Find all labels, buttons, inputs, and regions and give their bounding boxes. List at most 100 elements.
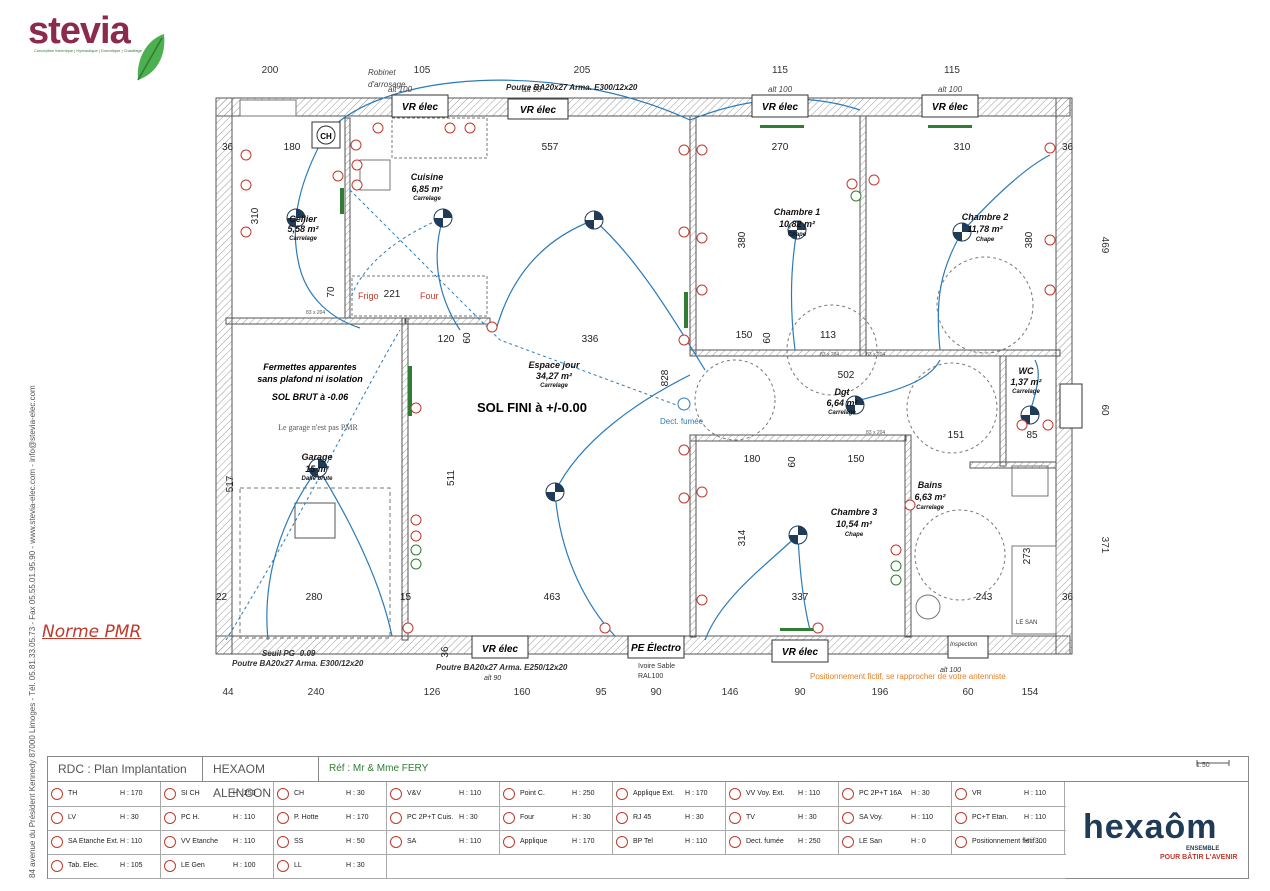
room-cuisine: Cuisine 6,85 m² Carrelage [411,172,444,202]
legend-item-height: H : 0 [911,838,926,845]
svg-text:alt 90: alt 90 [522,85,542,94]
legend-item-height: H : 300 [1024,838,1047,845]
floor-plan: CH VR élec VR élec VR élec VR élec VR él… [215,65,1110,698]
svg-text:Ivoire Sable: Ivoire Sable [638,663,675,670]
svg-text:83 x 204: 83 x 204 [866,352,885,358]
svg-text:336: 336 [582,334,599,345]
symbol-icon [729,788,741,800]
legend-item-height: H : 100 [233,862,256,869]
smoke-detector-icon [677,397,691,411]
legend-item-height: H : 250 [233,790,256,797]
svg-text:Poutre BA20x27 Arma. E300/12x2: Poutre BA20x27 Arma. E300/12x20 [232,659,364,668]
room-labels: Cuisine 6,85 m² Carrelage Cellier 5,58 m… [287,172,1042,538]
symbol-icon [277,860,289,872]
frigo-label: Frigo [358,291,379,301]
symbol-icon [51,812,63,824]
svg-text:Bains: Bains [918,480,943,490]
svg-text:Robinet: Robinet [368,68,396,77]
smoke-detector-label: Dect. fumée [660,417,704,426]
legend-item: PC 2P+T Cuis.H : 30 [387,806,500,830]
svg-text:151: 151 [948,430,965,441]
symbol-icon [277,812,289,824]
pmr-note: Norme PMR [42,622,142,642]
svg-text:Dalle brute: Dalle brute [301,476,333,482]
svg-text:221: 221 [384,289,401,300]
svg-text:44: 44 [222,687,234,698]
svg-text:280: 280 [306,592,323,603]
rj45-tv-outlets [410,190,902,586]
svg-text:Carrelage: Carrelage [289,236,317,242]
symbol-icon [955,836,967,848]
legend-item-name: BP Tel [633,838,653,845]
svg-text:196: 196 [872,687,889,698]
kitchen-counters [239,99,1057,639]
room-cellier: Cellier 5,58 m² Carrelage [287,214,319,242]
symbol-icon [842,812,854,824]
vr-label: VR élec [482,644,519,655]
svg-text:200: 200 [262,65,279,76]
svg-text:Dgt: Dgt [835,387,851,397]
svg-text:126: 126 [424,687,441,698]
symbol-icon [616,812,628,824]
legend-item-height: H : 30 [572,814,591,821]
svg-text:SOL BRUT à -0.06: SOL BRUT à -0.06 [272,392,349,402]
hexaom-logo: hexaôm [1083,808,1218,846]
svg-text:243: 243 [976,592,993,603]
vr-label: VR élec [932,102,969,113]
svg-text:36: 36 [440,646,451,658]
symbol-icon [616,788,628,800]
svg-text:160: 160 [514,687,531,698]
symbol-icon [390,788,402,800]
legend-item-height: H : 250 [798,838,821,845]
legend-item-name: SA Voy. [859,814,883,821]
logo-tagline: Conception thermique | Hydraulique | Dom… [34,48,142,53]
legend-item-name: VV Etanche [181,838,218,845]
scale-bar-icon [1196,760,1230,766]
bottom-annotations: Poutre BA20x27 Arma. E300/12x20 Seuil PG… [232,620,1037,682]
legend-item-name: LE Gen [181,862,205,869]
svg-text:34,27 m²: 34,27 m² [536,371,573,381]
legend-item-height: H : 30 [459,814,478,821]
legend-item-name: LE San [859,838,882,845]
room-chambre-2: Chambre 2 11,78 m² Chape [962,212,1009,243]
svg-text:154: 154 [1022,687,1039,698]
legend-item-name: RJ 45 [633,814,652,821]
svg-text:115: 115 [772,65,788,76]
legend-item-height: H : 110 [911,814,934,821]
svg-text:10,82 m²: 10,82 m² [779,219,816,229]
svg-text:90: 90 [794,687,806,698]
svg-text:Chape: Chape [976,237,995,243]
svg-text:273: 273 [1022,547,1033,564]
legend-item-height: H : 50 [346,838,365,845]
legend-item-height: H : 110 [1024,790,1047,797]
legend-item-height: H : 110 [233,814,256,821]
legend-item-name: Applique Ext. [633,790,675,797]
svg-text:Carrelage: Carrelage [413,196,441,202]
legend-item: Applique Ext.H : 170 [613,782,726,806]
svg-text:Cellier: Cellier [289,214,317,224]
svg-text:60: 60 [462,332,473,344]
svg-text:Seuil PG -0.09: Seuil PG -0.09 [262,649,316,658]
room-degagement: Dgt 6,64 m² Carrelage [826,387,858,416]
room-chambre-1: Chambre 1 10,82 m² Chape [774,207,821,238]
svg-text:90: 90 [650,687,662,698]
room-chambre-3: Chambre 3 10,54 m² Chape [831,507,878,538]
symbol-icon [842,836,854,848]
legend-item-height: H : 110 [685,838,708,845]
top-dimensions: 200 105 205 115 115 [262,65,961,76]
svg-text:alt 100: alt 100 [938,85,963,94]
legend-table: RDC : Plan Implantation HEXAOM ALENCON R… [47,756,1249,879]
symbol-icon [390,812,402,824]
svg-text:36: 36 [1062,592,1074,603]
svg-text:Chape: Chape [788,232,807,238]
legend-item-name: SI CH [181,790,200,797]
symbol-icon [503,812,515,824]
svg-text:15 m²: 15 m² [305,464,330,474]
legend-item-height: H : 110 [459,790,482,797]
